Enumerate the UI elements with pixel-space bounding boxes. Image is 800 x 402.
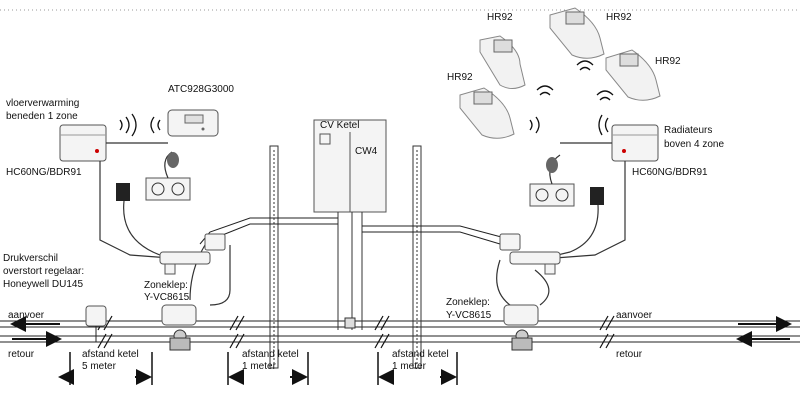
cv-ketel-boiler <box>313 119 387 330</box>
hc60ng-left-label: HC60NG/BDR91 <box>6 167 82 178</box>
hc60ng-left-device <box>59 124 107 162</box>
wireless-signal-icon <box>529 60 614 136</box>
hr92-thermostat-2 <box>549 7 605 59</box>
retour-left-label: retour <box>8 349 35 360</box>
retour-right-label: retour <box>616 349 643 360</box>
hr92-thermostat-1 <box>479 35 526 89</box>
hr92-thermostat-3 <box>605 49 661 101</box>
afstand-2-label-1: afstand ketel <box>242 349 299 360</box>
zone-left-label-1: Zoneklep: <box>144 280 188 291</box>
rails <box>269 145 422 369</box>
floor-heating-label-2: beneden 1 zone <box>6 111 78 122</box>
zone-right-label-2: Y-VC8615 <box>446 310 492 321</box>
power-socket-left <box>116 151 191 201</box>
atc-thermostat-device <box>167 109 219 137</box>
afstand-2-label-2: 1 meter <box>242 361 277 372</box>
zone-valve-right <box>503 304 539 351</box>
afstand-3-label-1: afstand ketel <box>392 349 449 360</box>
druk-label-2: overstort regelaar: <box>3 266 84 277</box>
aanvoer-right-label: aanvoer <box>616 310 653 321</box>
power-socket-right <box>529 154 604 207</box>
afstand-1-label-2: 5 meter <box>82 361 117 372</box>
afstand-3-label-2: 1 meter <box>392 361 427 372</box>
wiring-right <box>496 142 626 306</box>
rad-label-2: boven 4 zone <box>664 139 724 150</box>
afstand-1-label-1: afstand ketel <box>82 349 139 360</box>
manifold-right <box>499 233 561 275</box>
hr92-label-1: HR92 <box>487 12 513 23</box>
floor-heating-label-1: vloerverwarming <box>6 98 79 109</box>
cv-ketel-label: CV Ketel <box>320 120 359 131</box>
wireless-signal-icon <box>119 113 161 137</box>
rad-label-1: Radiateurs <box>664 125 712 136</box>
hc60ng-right-label: HC60NG/BDR91 <box>632 167 708 178</box>
hr92-label-2: HR92 <box>606 12 632 23</box>
zone-right-label-1: Zoneklep: <box>446 297 490 308</box>
main-pipes <box>0 315 800 349</box>
hr92-thermostat-4 <box>459 87 515 139</box>
manifold-left <box>159 233 226 275</box>
hr92-label-4: HR92 <box>447 72 473 83</box>
hr92-label-3: HR92 <box>655 56 681 67</box>
zone-valve-left <box>161 304 197 351</box>
druk-label-1: Drukverschil <box>3 253 58 264</box>
flow-arrows <box>10 316 792 347</box>
du145-bypass-valve <box>85 305 107 342</box>
cw4-label: CW4 <box>355 146 378 157</box>
druk-label-3: Honeywell DU145 <box>3 279 83 290</box>
atc-label: ATC928G3000 <box>168 84 234 95</box>
zone-left-label-2: Y-VC8615 <box>144 292 190 303</box>
hc60ng-right-device <box>611 124 659 162</box>
aanvoer-left-label: aanvoer <box>8 310 45 321</box>
